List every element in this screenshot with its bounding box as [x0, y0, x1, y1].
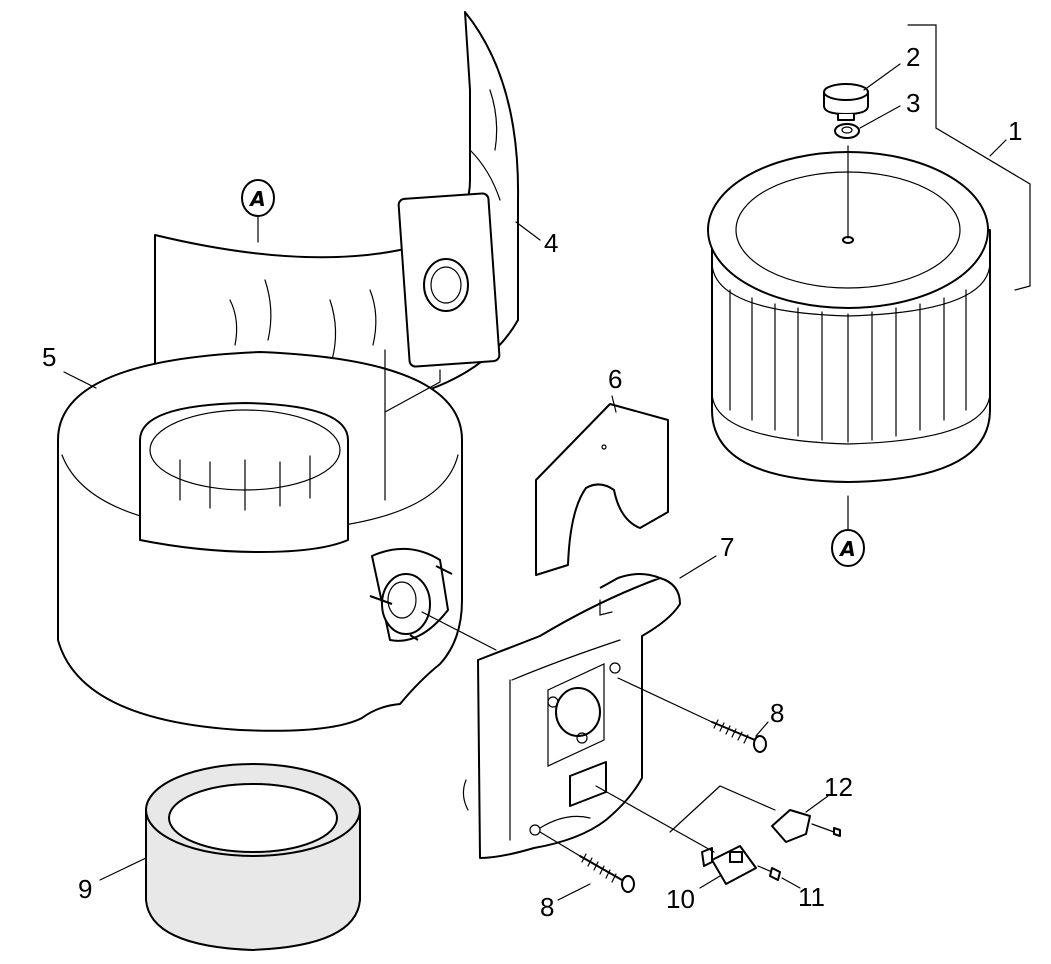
- switch-part: [595, 785, 757, 885]
- callout-5: 5: [42, 342, 56, 372]
- knob-part: [823, 83, 869, 121]
- callout-1: 1: [1008, 116, 1022, 146]
- callout-10: 10: [666, 884, 695, 914]
- callout-6: 6: [608, 364, 622, 394]
- reference-a-bottom-label: A: [838, 537, 855, 561]
- cover-plate: [462, 573, 681, 859]
- group-bracket-1: [907, 24, 1031, 291]
- motor-housing: [57, 349, 497, 732]
- screw-lower: [539, 831, 635, 893]
- callout-9: 9: [78, 874, 92, 904]
- reference-a-top-label: A: [248, 187, 265, 211]
- cartridge-filter: [707, 145, 991, 533]
- cover-piece-12: [771, 809, 841, 843]
- callout-2: 2: [906, 42, 920, 72]
- callout-8-lower: 8: [540, 892, 554, 922]
- foam-ring: [145, 763, 361, 952]
- filter-bag: [154, 11, 520, 411]
- small-screw-11: [757, 865, 781, 881]
- callout-7: 7: [720, 532, 734, 562]
- washer-part: [834, 123, 860, 139]
- leader-lines: [63, 63, 1007, 901]
- reference-a-bottom: A: [831, 529, 865, 567]
- callout-4: 4: [544, 228, 558, 258]
- callout-3: 3: [906, 88, 920, 118]
- callout-numbers: 2 3 1 4 5 6 7 8 8 9 10 11 12: [42, 42, 1022, 922]
- callout-11: 11: [798, 882, 825, 912]
- screw-upper: [617, 677, 767, 753]
- reference-a-top: A: [241, 179, 275, 217]
- gasket-plate: [535, 403, 669, 576]
- callout-12: 12: [824, 772, 853, 802]
- callout-8-upper: 8: [770, 698, 784, 728]
- group-bracket-10-12: [669, 785, 776, 833]
